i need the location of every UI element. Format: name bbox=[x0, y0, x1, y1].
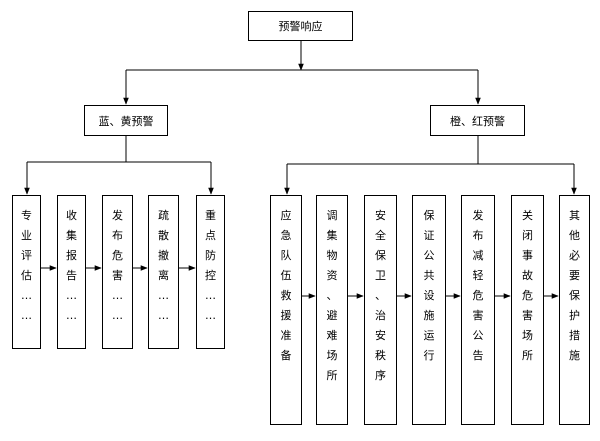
leaf-node: 保证公共设施运行 bbox=[412, 195, 446, 425]
leaf-label: 关闭事故危害场所 bbox=[522, 209, 533, 362]
root-label: 预警响应 bbox=[278, 20, 323, 33]
leaf-label: 保证公共设施运行 bbox=[423, 209, 435, 362]
branch-node-orange-red: 橙、红预警 bbox=[430, 105, 525, 136]
leaf-label: 发布危害…… bbox=[112, 209, 123, 322]
leaf-node: 关闭事故危害场所 bbox=[511, 195, 544, 425]
root-node: 预警响应 bbox=[248, 11, 353, 41]
branch-label: 橙、红预警 bbox=[450, 114, 505, 128]
leaf-label: 其他必要保护措施 bbox=[569, 209, 580, 362]
leaf-node: 发布危害…… bbox=[102, 195, 133, 349]
leaf-node: 专业评估…… bbox=[12, 195, 41, 349]
leaf-node: 其他必要保护措施 bbox=[559, 195, 590, 425]
leaf-label: 调集物资、避难场所 bbox=[326, 209, 338, 382]
branch-label: 蓝、黄预警 bbox=[98, 114, 154, 128]
leaf-node: 疏散撤离…… bbox=[148, 195, 179, 349]
leaf-label: 疏散撤离…… bbox=[158, 209, 169, 322]
leaf-node: 收集报告…… bbox=[57, 195, 86, 349]
leaf-node: 应急队伍救援准备 bbox=[270, 195, 302, 425]
leaf-node: 调集物资、避难场所 bbox=[316, 195, 348, 425]
leaf-node: 重点防控…… bbox=[196, 195, 225, 349]
leaf-label: 应急队伍救援准备 bbox=[280, 209, 292, 362]
leaf-node: 安全保卫、治安秩序 bbox=[364, 195, 397, 425]
leaf-label: 重点防控…… bbox=[205, 209, 216, 322]
leaf-label: 发布减轻危害公告 bbox=[472, 209, 484, 362]
leaf-label: 安全保卫、治安秩序 bbox=[375, 209, 386, 382]
leaf-label: 收集报告…… bbox=[66, 209, 77, 322]
branch-node-blue-yellow: 蓝、黄预警 bbox=[84, 105, 168, 136]
leaf-label: 专业评估…… bbox=[21, 209, 32, 322]
leaf-node: 发布减轻危害公告 bbox=[461, 195, 495, 425]
